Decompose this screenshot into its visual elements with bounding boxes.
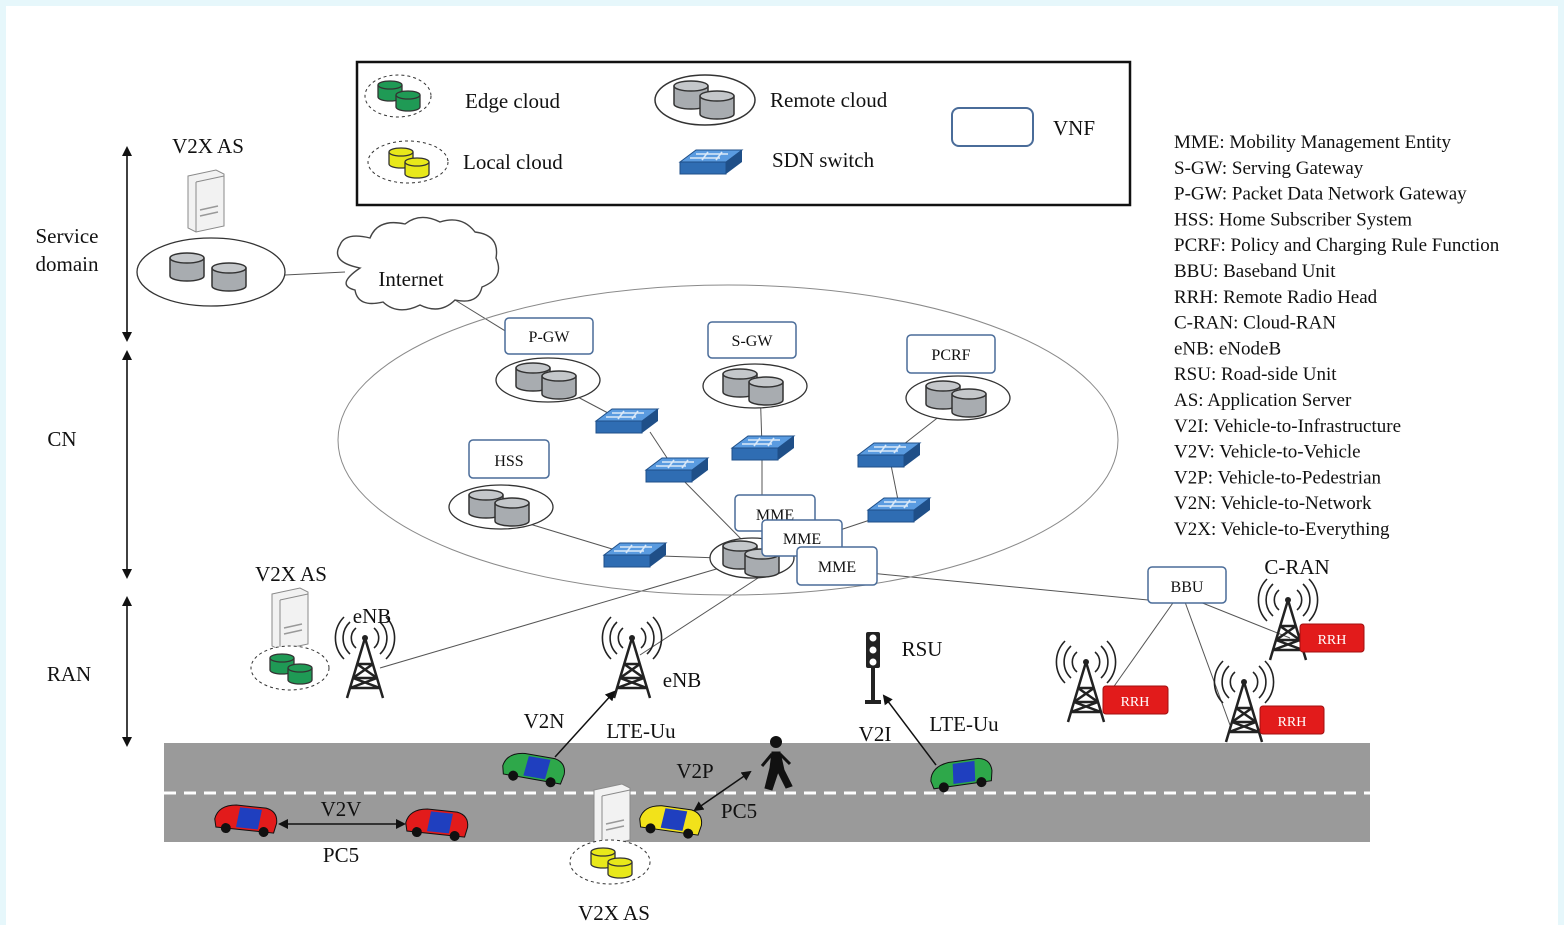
rrh-label-3: RRH: [1278, 715, 1307, 730]
service-domain-label-line2: domain: [36, 252, 99, 276]
abbreviation-item: AS: Application Server: [1174, 390, 1352, 411]
abbreviation-item: C-RAN: Cloud-RAN: [1174, 313, 1336, 334]
mme-label-2: MME: [783, 531, 821, 548]
abbreviation-item: BBU: Baseband Unit: [1174, 261, 1336, 282]
abbreviation-item: PCRF: Policy and Charging Rule Function: [1174, 235, 1500, 256]
v2n-arrow: [554, 690, 616, 758]
rsu-traffic-light-icon: [865, 632, 881, 704]
v2x-as-service-server-icon: [187, 169, 225, 233]
enb-left-label: eNB: [353, 604, 392, 628]
abbreviation-item: HSS: Home Subscriber System: [1174, 209, 1412, 230]
pcrf-label: PCRF: [931, 347, 970, 364]
vehicle-v2v-left-icon: [212, 802, 279, 839]
abbreviation-item: MME: Mobility Management Entity: [1174, 132, 1452, 153]
v2n-label: V2N: [524, 709, 565, 733]
sgw-label: S-GW: [732, 333, 774, 350]
v2v-label: V2V: [321, 797, 362, 821]
mme-label-3: MME: [818, 559, 856, 576]
remote-cloud-icon: [654, 74, 756, 126]
legend-sdn-switch-label: SDN switch: [772, 148, 875, 172]
pc5-1-label: PC5: [721, 799, 757, 823]
pcrf-node: PCRF: [905, 334, 1011, 421]
vnf-icon: [951, 107, 1034, 147]
pedestrian-icon: [760, 736, 793, 791]
vehicle-v2i-icon: [928, 756, 995, 795]
core-network-boundary: [337, 284, 1119, 596]
v2x-as-remote-cloud: [136, 237, 286, 307]
abbreviation-item: V2V: Vehicle-to-Vehicle: [1174, 442, 1361, 463]
abbreviation-item: RRH: Remote Radio Head: [1174, 287, 1378, 308]
abbreviation-item: V2P: Vehicle-to-Pedestrian: [1174, 467, 1382, 488]
pgw-node: P-GW: [495, 317, 601, 403]
domain-axis: Service domain CN RAN: [36, 146, 132, 747]
lte-uu-1-label: LTE-Uu: [606, 719, 676, 743]
ran-domain-label: RAN: [47, 662, 91, 686]
legend: Edge cloud Remote cloud VNF Local cloud …: [355, 60, 1132, 207]
lte-uu-2-label: LTE-Uu: [929, 712, 999, 736]
pc5-2-label: PC5: [323, 843, 359, 867]
bbu-label: BBU: [1171, 579, 1204, 596]
hss-label: HSS: [494, 453, 523, 470]
v2i-arrow: [882, 694, 937, 766]
pgw-label: P-GW: [529, 329, 571, 346]
edge-cloud-icon: [364, 74, 432, 118]
v2x-as-service-label: V2X AS: [172, 134, 244, 158]
internet-cloud-icon: [336, 216, 500, 311]
legend-local-cloud-label: Local cloud: [463, 150, 563, 174]
internet-label: Internet: [378, 267, 443, 291]
abbreviation-item: P-GW: Packet Data Network Gateway: [1174, 184, 1467, 205]
rrh-label-2: RRH: [1121, 695, 1150, 710]
abbreviation-item: V2X: Vehicle-to-Everything: [1174, 519, 1390, 540]
rrh-units: RRH RRH RRH: [1055, 577, 1365, 744]
local-cloud-icon: [367, 140, 449, 184]
legend-edge-cloud-label: Edge cloud: [465, 89, 561, 113]
v2x-as-ran-label: V2X AS: [255, 562, 327, 586]
v2i-label: V2I: [859, 722, 892, 746]
service-domain-label-line1: Service: [36, 224, 99, 248]
bbu-node: BBU: [1147, 566, 1227, 604]
vehicle-v2v-right-icon: [403, 806, 470, 843]
v2p-label: V2P: [676, 759, 713, 783]
abbreviation-item: S-GW: Serving Gateway: [1174, 158, 1364, 179]
v2x-as-ran-server-icon: [271, 587, 309, 651]
legend-remote-cloud-label: Remote cloud: [770, 88, 888, 112]
v2x-as-road-label: V2X AS: [578, 901, 650, 925]
cran-label: C-RAN: [1264, 555, 1329, 579]
abbreviation-item: V2N: Vehicle-to-Network: [1174, 493, 1372, 514]
abbreviation-item: V2I: Vehicle-to-Infrastructure: [1174, 416, 1401, 437]
v2x-as-road-local-cloud: [569, 839, 651, 885]
rsu-label: RSU: [902, 637, 943, 661]
abbreviation-item: RSU: Road-side Unit: [1174, 364, 1337, 385]
abbreviation-item: eNB: eNodeB: [1174, 338, 1281, 359]
enb-mid-label: eNB: [663, 668, 702, 692]
v2p-arrow: [693, 770, 752, 812]
vehicle-v2p-icon: [637, 802, 704, 841]
legend-vnf-label: VNF: [1053, 116, 1095, 140]
vehicle-v2n-icon: [500, 749, 568, 790]
rrh-label-1: RRH: [1318, 633, 1347, 648]
v2x-as-ran-edge-cloud: [250, 645, 330, 691]
mme-node: MME MME MME: [709, 494, 878, 586]
sgw-node: S-GW: [702, 321, 808, 409]
hss-node: HSS: [448, 439, 554, 530]
v2x-as-road-server-icon: [593, 783, 631, 847]
cn-domain-label: CN: [47, 427, 76, 451]
